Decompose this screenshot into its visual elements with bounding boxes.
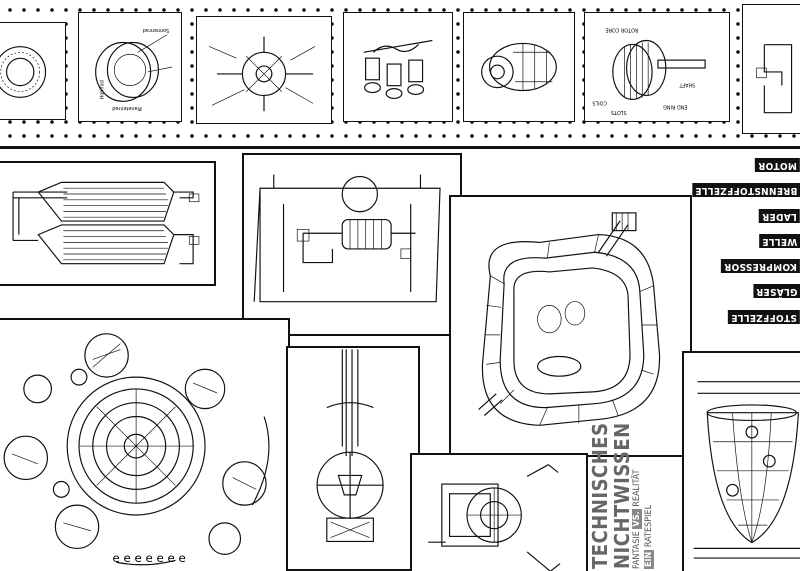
sketch-fuel-cell (449, 195, 692, 457)
label-end-ring: END RING (663, 103, 688, 109)
svg-text:e e e e e e e: e e e e e e e (112, 551, 185, 565)
sketch-gear-pump (410, 453, 588, 571)
title-block: TECHNISCHES NICHTWISSEN FANTASIE VS. REA… (586, 422, 654, 571)
label-hohlrad: Hohlrad (100, 80, 106, 99)
label-motor: MOTOR (755, 158, 800, 172)
label-lader: LADER (759, 209, 800, 223)
thumb-compressor (463, 12, 575, 122)
title-line-2: NICHTWISSEN (610, 422, 634, 569)
label-kompressor: KOMPRESSOR (721, 259, 800, 273)
thumb-crankshaft (343, 12, 453, 122)
label-shaft: SHAFT (679, 82, 695, 88)
label-sonnenrad: Sonnenrad (143, 27, 170, 33)
thumb-gear-partial (0, 22, 66, 120)
sketch-pipe-rig (242, 153, 462, 336)
label-glaeser: GLÄSER (752, 284, 800, 298)
sketch-vertical-pump (286, 346, 420, 571)
label-slots: SLOTS (611, 109, 627, 115)
subtitle-2: EIN RATESPIEL (644, 504, 654, 569)
title-line-1: TECHNISCHES (588, 422, 612, 569)
thumb-circuit-diagram (742, 4, 800, 134)
label-rotor-core: ROTOR CORE (606, 27, 639, 33)
label-welle: WELLE (758, 234, 800, 248)
subtitle-1: FANTASIE VS. REALITÄT (632, 469, 642, 569)
sketch-gimbal-cage (682, 351, 800, 571)
thumb-planetary-gear: Sonnenrad Planetenrad Hohlrad (78, 12, 182, 122)
label-brennstoffzelle: BRENNSTOFFZELLE (691, 183, 800, 197)
sketch-cooling-coil (0, 161, 216, 286)
label-coils: COILS (592, 99, 607, 105)
divider-line (0, 146, 800, 149)
sketch-motor-planets: e e e e e e e (0, 318, 290, 571)
thumb-turbine-sketch (196, 16, 332, 124)
label-planetenrad: Planetenrad (112, 105, 142, 111)
thumb-electric-rotor: ROTOR CORE SHAFT SLOTS COILS END RING (584, 12, 730, 122)
label-stoffzelle: STOFFZELLE (728, 310, 800, 324)
